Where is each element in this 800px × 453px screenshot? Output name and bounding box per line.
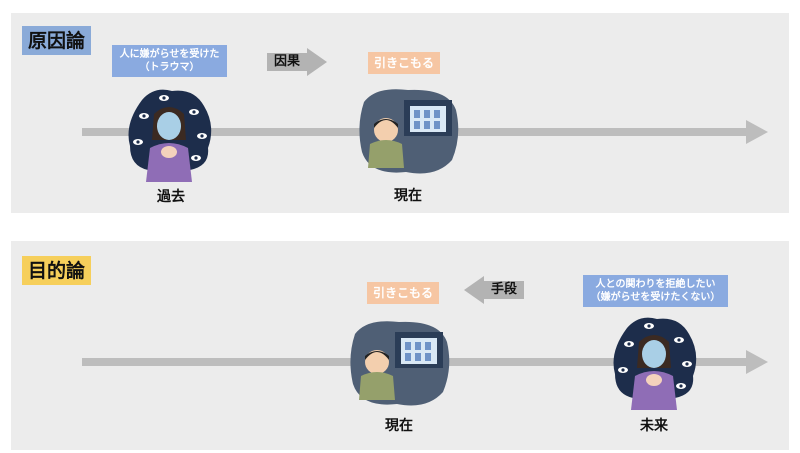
causality-arrow-tip [307, 48, 328, 76]
woman-face-shape [642, 340, 666, 368]
boy-body-shape [368, 140, 404, 168]
top-timeline-arrowhead [746, 120, 768, 144]
rejection-goal-box: 人との関わりを拒絶したい （嫌がらせを受けたくない） [583, 275, 728, 307]
bottom-timeline-arrowhead [746, 350, 768, 374]
woman-face-shape [157, 112, 181, 140]
withdrawn-boy-illustration-bottom [350, 321, 450, 406]
past-label: 過去 [157, 189, 185, 205]
cause-theory-title: 原因論 [22, 26, 92, 55]
purpose-theory-title: 目的論 [22, 256, 92, 285]
future-label: 未来 [640, 418, 668, 434]
withdrawal-result-box: 引きこもる [368, 52, 441, 74]
woman-body-shape [631, 371, 677, 410]
boy-head-shape [374, 118, 398, 142]
means-arrow-tip [464, 276, 484, 304]
boy-head-shape [365, 350, 389, 374]
trauma-cause-line-2: （トラウマ） [139, 62, 200, 73]
anxious-woman-illustration [128, 89, 212, 182]
anxious-woman-illustration-future [613, 317, 697, 410]
rejection-goal-line-1: 人との関わりを拒絶したい [595, 279, 716, 290]
boy-body-shape [359, 372, 395, 400]
withdrawn-boy-illustration [359, 89, 459, 174]
causality-arrow-label: 因果 [267, 53, 308, 71]
causality-arrow: 因果 [267, 48, 328, 76]
woman-body-shape [146, 143, 192, 182]
means-arrow: 手段 [464, 276, 525, 304]
means-arrow-label: 手段 [484, 281, 525, 299]
present-label-bottom: 現在 [385, 418, 413, 434]
withdrawal-means-box: 引きこもる [367, 282, 440, 304]
trauma-cause-line-1: 人に嫌がらせを受けた [119, 49, 220, 60]
trauma-cause-box: 人に嫌がらせを受けた （トラウマ） [112, 45, 227, 77]
rejection-goal-line-2: （嫌がらせを受けたくない） [590, 292, 721, 303]
present-label-top: 現在 [394, 188, 422, 204]
